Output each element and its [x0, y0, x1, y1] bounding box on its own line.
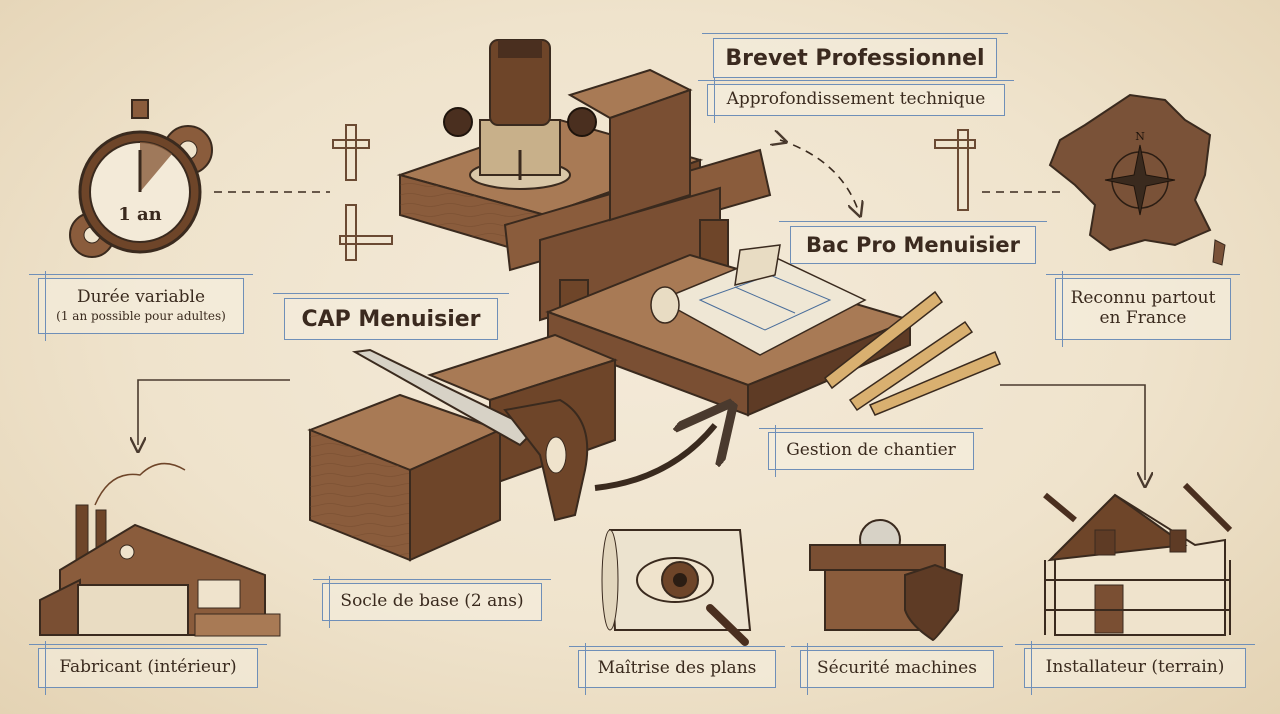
label-maitrise-des-plans: Maîtrise des plans [569, 643, 785, 695]
label-reconnu-en-france: Reconnu partout en France [1046, 271, 1240, 347]
label-socle-de-base: Socle de base (2 ans) [313, 576, 551, 628]
label-duree-variable: Durée variable (1 an possible pour adult… [29, 271, 253, 341]
table-saw-shield-icon [809, 519, 964, 642]
title-bac-pro-menuisier: Bac Pro Menuisier [779, 221, 1047, 264]
stopwatch-icon: 1 an [69, 99, 213, 258]
blueprint-magnifier-icon [601, 529, 752, 646]
title-brevet-professionnel: Brevet Professionnel [702, 33, 1008, 78]
factory-icon [39, 462, 281, 637]
dashed-connectors [214, 140, 1060, 210]
base-beams [307, 333, 618, 562]
stopwatch-text: 1 an [118, 204, 162, 225]
hand-saw-icon [351, 348, 589, 522]
label-gestion-de-chantier: Gestion de chantier [759, 425, 983, 477]
label-fabricant: Fabricant (intérieur) [29, 641, 267, 695]
title-cap-menuisier: CAP Menuisier [273, 293, 509, 340]
router-icon [443, 39, 597, 190]
label-securite-machines: Sécurité machines [791, 643, 1003, 695]
progress-arrow [594, 425, 715, 491]
france-map-icon: N [1048, 93, 1226, 266]
joint-sketches [332, 124, 976, 261]
folding-ruler-icon [823, 290, 1001, 416]
flow-arrows [138, 379, 1145, 480]
label-installateur: Installateur (terrain) [1015, 641, 1255, 695]
label-approfondissement: Approfondissement technique [698, 77, 1014, 123]
compass-letter: N [1135, 130, 1145, 143]
house-tools-icon [1043, 482, 1233, 636]
